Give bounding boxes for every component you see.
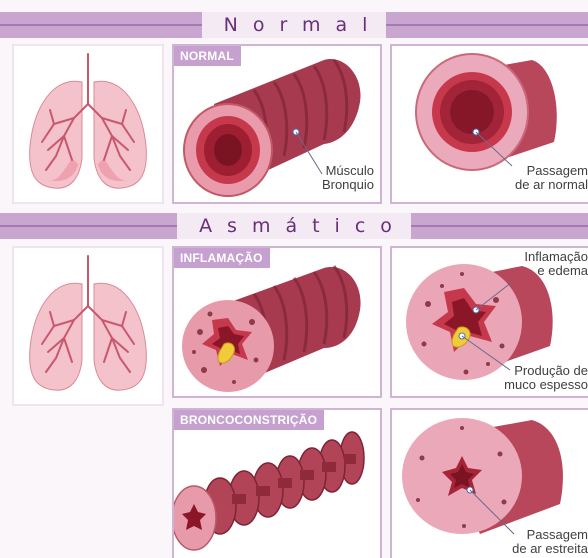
lungs-illustration-normal [14, 46, 162, 202]
bronchus-panel-normal: NORMAL Músculo Bronquio [172, 44, 382, 204]
lungs-panel-asthmatic [12, 246, 164, 406]
mucus-label: Produção de muco espesso [504, 364, 588, 392]
bronchus-tube-inflamed [174, 248, 380, 396]
lungs-panel-normal [12, 44, 164, 204]
narrow-airway-label: Passagem de ar estreita [512, 528, 588, 556]
inflammation-label: Inflamação e edema [524, 250, 588, 278]
lungs-illustration-asthmatic [14, 248, 162, 404]
bronchus-tube-constricted [174, 410, 380, 558]
cross-section-panel-inflammation: Inflamação e edema Produção de muco espe… [390, 246, 588, 398]
bronchus-panel-inflammation: INFLAMAÇÃO [172, 246, 382, 398]
section-title-asthmatic: Asmático [177, 213, 411, 239]
normal-airway-label: Passagem de ar normal [515, 164, 588, 192]
section-title-normal: Normal [202, 12, 387, 38]
section-header-normal: Normal [0, 12, 588, 38]
muscle-label: Músculo Bronquio [322, 164, 374, 192]
section-header-asthmatic: Asmático [0, 213, 588, 239]
cross-section-panel-normal: Passagem de ar normal [390, 44, 588, 204]
bronchus-panel-constriction: BRONCOCONSTRIÇÃO [172, 408, 382, 558]
cross-section-panel-constriction: Passagem de ar estreita [390, 408, 588, 558]
